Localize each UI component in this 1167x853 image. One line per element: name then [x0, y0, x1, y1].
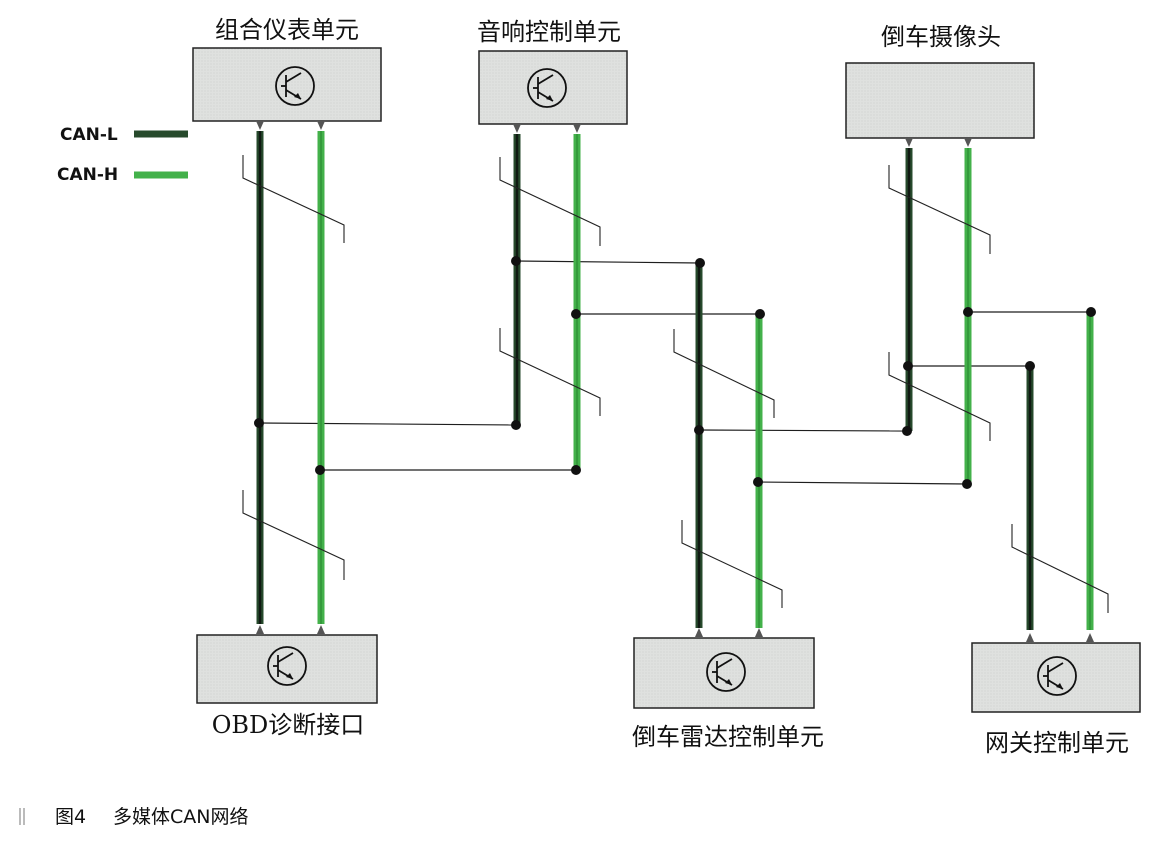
- unit-box-cluster: [192, 47, 382, 122]
- junction-dots: [254, 256, 1096, 489]
- legend-label-can-h: CAN-H: [57, 165, 118, 185]
- unit-box-radar: [633, 637, 815, 709]
- can-l-wires: [256, 131, 1034, 630]
- unit-box-obd: [196, 634, 378, 704]
- unit-title-obd: OBD诊断接口: [212, 711, 365, 739]
- unit-box-camera: [845, 62, 1035, 139]
- unit-title-gateway: 网关控制单元: [985, 729, 1129, 757]
- twist-markers: [242, 155, 1109, 613]
- legend: CAN-L CAN-H: [57, 125, 188, 185]
- unit-title-cluster: 组合仪表单元: [215, 16, 359, 44]
- connection-arrows: [256, 121, 1094, 642]
- unit-title-audio: 音响控制单元: [477, 18, 621, 46]
- figure-caption: 图4 多媒体CAN网络: [19, 806, 248, 828]
- figure-number: 图4: [55, 806, 86, 828]
- unit-title-camera: 倒车摄像头: [881, 23, 1001, 51]
- figure-title: 多媒体CAN网络: [113, 806, 248, 828]
- unit-box-audio: [478, 50, 628, 125]
- can-h-wires: [317, 131, 1094, 630]
- unit-box-gateway: [971, 642, 1141, 713]
- unit-title-radar: 倒车雷达控制单元: [632, 723, 824, 751]
- caption-marker: [19, 808, 21, 825]
- legend-label-can-l: CAN-L: [60, 125, 118, 145]
